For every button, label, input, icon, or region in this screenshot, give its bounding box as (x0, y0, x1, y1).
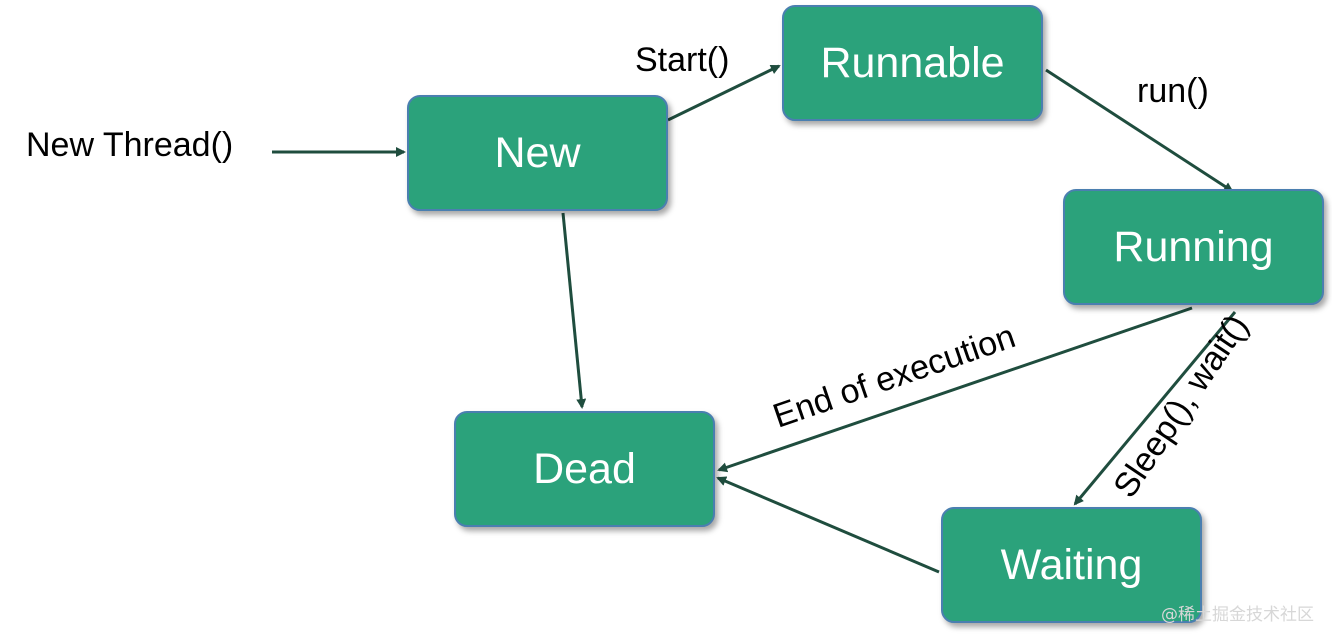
state-dead: Dead (454, 411, 715, 527)
state-runnable-label: Runnable (820, 38, 1005, 87)
state-waiting-label: Waiting (1000, 540, 1143, 589)
state-running-label: Running (1113, 222, 1274, 271)
state-new-label: New (494, 128, 581, 177)
state-running: Running (1063, 189, 1324, 305)
state-new: New (407, 95, 668, 211)
state-runnable: Runnable (782, 5, 1043, 121)
state-waiting: Waiting (941, 507, 1202, 623)
label-sleep-wait: Sleep(), wait() (1106, 308, 1256, 505)
arrow-waiting-to-dead (716, 476, 940, 574)
arrow-running-to-dead (717, 306, 1193, 473)
label-run: run() (1137, 72, 1209, 110)
label-new-thread: New Thread() (26, 126, 233, 164)
arrow-runnable-to-running (1045, 68, 1234, 193)
arrow-new-to-runnable (667, 64, 781, 122)
label-end-of-execution: End of execution (768, 317, 1020, 435)
watermark: @稀土掘金技术社区 (1161, 605, 1314, 625)
state-dead-label: Dead (533, 444, 636, 493)
arrow-running-to-waiting (1073, 311, 1237, 506)
arrow-new-to-dead (561, 212, 587, 409)
label-start: Start() (635, 41, 729, 79)
